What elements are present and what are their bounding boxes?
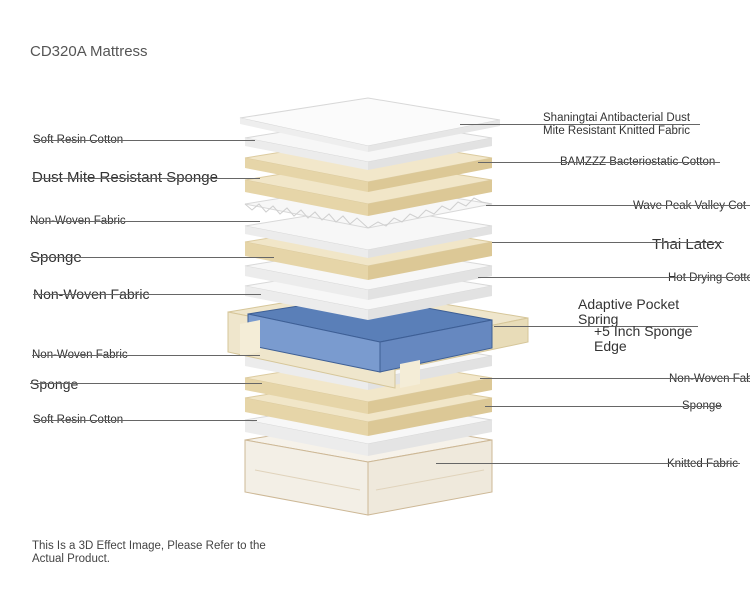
leader-line: [30, 383, 262, 384]
page-title: CD320A Mattress: [30, 43, 148, 60]
leader-line: [460, 124, 700, 125]
leader-line: [478, 162, 720, 163]
leader-line: [33, 420, 257, 421]
label-sponge-2: Sponge: [30, 376, 79, 392]
disclaimer-text: This Is a 3D Effect Image, Please Refer …: [32, 540, 266, 565]
leader-line: [30, 257, 274, 258]
layer-top-knitted-fabric: [239, 97, 501, 152]
leader-line: [485, 406, 722, 407]
label-non-woven-fabric-right: Non-Woven Fab: [669, 373, 750, 385]
leader-line: [494, 326, 698, 327]
leader-line: [436, 463, 740, 464]
leader-line: [486, 205, 750, 206]
leader-line: [32, 178, 260, 179]
leader-line: [32, 355, 260, 356]
leader-line: [33, 294, 261, 295]
label-wave-peak-valley: Wave Peak Valley Cot: [633, 200, 747, 212]
leader-line: [492, 242, 724, 243]
leader-line: [480, 378, 750, 379]
label-antibacterial-knitted-fabric: Shaningtai Antibacterial Dust Mite Resis…: [543, 112, 691, 137]
label-dust-mite-resistant-sponge: Dust Mite Resistant Sponge: [32, 169, 218, 186]
leader-line: [30, 221, 260, 222]
label-adaptive-pocket-spring: Adaptive Pocket Spring: [578, 296, 680, 327]
label-knitted-fabric: Knitted Fabric: [667, 458, 738, 470]
label-hot-drying-cotton: Hot Drying Cotto: [668, 272, 750, 284]
leader-line: [478, 277, 750, 278]
label-thai-latex: Thai Latex: [652, 236, 723, 253]
label-sponge-edge: +5 Inch Sponge Edge: [594, 323, 693, 354]
leader-line: [33, 140, 255, 141]
